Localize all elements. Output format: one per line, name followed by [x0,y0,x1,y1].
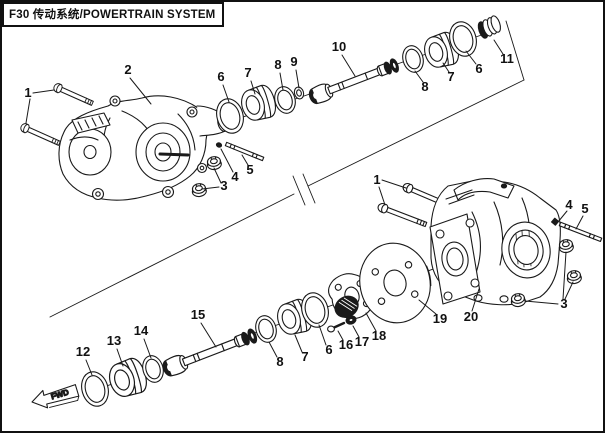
phantom-line-right [307,79,525,187]
phantom-corner-line [505,20,525,81]
part-spring-11 [477,15,501,39]
callout-leader-5 [222,84,230,103]
callout-leader-23 [318,324,327,346]
callout-15: 15 [191,307,205,322]
callout-leader-15 [557,210,568,223]
callout-leader-0 [32,89,55,94]
part-drive-shaft-10 [306,55,402,107]
callout-9: 9 [290,54,297,69]
callout-8: 8 [274,57,281,72]
callout-leader-11 [442,62,450,73]
part-stud-front [224,141,265,162]
callout-13: 13 [107,333,121,348]
callout-leader-14 [381,179,407,189]
part-pin-rear [550,217,560,226]
callout-leader-0 [25,98,31,124]
callout-leader-1 [129,77,152,105]
callout-8: 8 [276,354,283,369]
callout-leader-26 [200,322,217,348]
title-box: F30 传动系统/POWERTRAIN SYSTEM [2,2,225,27]
callout-2: 2 [124,62,131,77]
part-washer-17 [345,315,357,325]
callout-5: 5 [246,162,253,177]
part-stud-rear [558,221,603,243]
callout-20: 20 [464,309,478,324]
break-mark-1 [292,175,306,206]
part-ring-12 [77,368,113,410]
part-coupling-7a [237,82,280,125]
callout-1: 1 [373,172,380,187]
part-rear-gearbox [429,178,561,306]
callout-leader-6 [250,80,256,95]
callout-leader-3 [220,148,234,173]
part-washer-9 [293,86,305,100]
callout-leader-21 [352,325,360,338]
part-shaft-15 [160,325,260,379]
callout-leader-24 [294,334,303,353]
callout-leader-17 [564,281,574,300]
callout-4: 4 [565,197,573,212]
callout-6: 6 [217,69,224,84]
callout-6: 6 [475,61,482,76]
callout-17: 17 [355,334,369,349]
part-pin-front [215,142,223,148]
callout-leader-14 [378,186,386,206]
callout-leader-17 [562,251,567,300]
break-mark-2 [302,173,316,204]
part-bolt-16 [327,321,346,333]
callout-7: 7 [447,69,454,84]
callout-10: 10 [332,39,346,54]
callout-leader-29 [85,359,93,376]
callout-5: 5 [581,201,588,216]
part-brake-disc-19 [359,242,432,324]
fwd-direction-arrow: FWD [31,384,80,409]
callout-18: 18 [372,328,386,343]
callout-leader-16 [575,215,584,230]
page-title: F30 传动系统/POWERTRAIN SYSTEM [9,9,216,21]
callout-19: 19 [433,311,447,326]
callout-4: 4 [231,169,239,184]
callout-leader-7 [279,72,284,91]
callout-7: 7 [301,349,308,364]
callout-12: 12 [76,344,90,359]
callout-leader-22 [337,330,344,341]
callout-3: 3 [560,296,567,311]
callout-11: 11 [500,51,514,66]
part-front-gearbox [58,95,229,201]
callout-leader-4 [241,154,249,166]
callout-leader-8 [295,69,300,89]
callout-leader-13 [493,39,504,55]
callout-leader-18 [418,299,437,315]
part-ring-8b [399,42,427,76]
callout-leader-28 [116,348,124,367]
callout-leader-9 [341,54,356,77]
callout-leader-25 [268,341,278,358]
callout-8: 8 [421,79,428,94]
callout-6: 6 [325,342,332,357]
callout-3: 3 [220,178,227,193]
callout-leader-2 [201,186,220,190]
callout-16: 16 [339,337,353,352]
callout-leader-19 [471,288,480,312]
phantom-line-left [49,193,295,318]
callout-1: 1 [24,85,31,100]
callout-leader-2 [213,167,222,184]
callout-leader-17 [524,300,559,305]
callout-leader-20 [365,312,377,332]
callout-14: 14 [134,323,149,338]
callout-leader-27 [143,338,152,359]
callout-leader-12 [465,50,477,65]
callout-leader-10 [414,70,424,83]
callout-7: 7 [244,65,251,80]
